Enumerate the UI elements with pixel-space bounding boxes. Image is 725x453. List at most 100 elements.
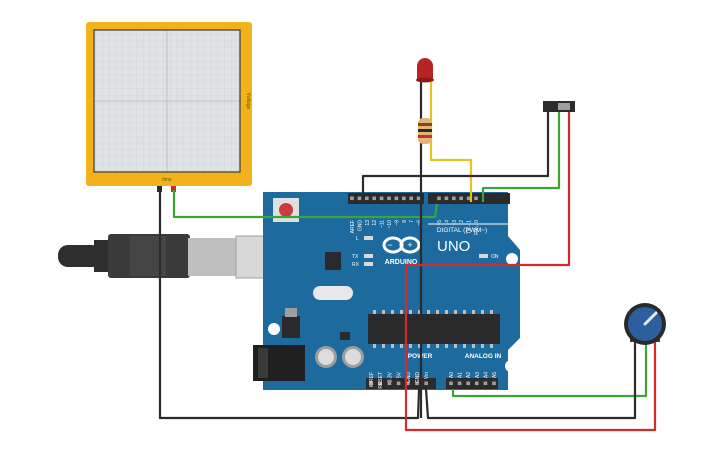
analog-pin-label: A2: [466, 372, 472, 378]
digital-pin-label: ~11: [380, 220, 386, 228]
power-pin-label: 5V: [397, 371, 403, 378]
analog-pin-header[interactable]: [446, 378, 498, 389]
power-pin-5[interactable]: [415, 381, 419, 386]
wire-black-gnd-to-switch[interactable]: [361, 112, 550, 202]
digital-pin-13[interactable]: [459, 196, 463, 201]
model-label: UNO: [437, 238, 470, 255]
dc-power-jack[interactable]: [253, 345, 305, 381]
analog-pin-label: A4: [483, 372, 489, 378]
analog-pin-1[interactable]: [457, 381, 462, 386]
digital-pin-label: 7: [409, 220, 415, 223]
digital-pin-14[interactable]: [466, 196, 471, 201]
svg-text:+: +: [407, 240, 412, 250]
digital-pin-4[interactable]: [379, 196, 384, 201]
potentiometer[interactable]: [624, 303, 666, 345]
analog-pin-label: A5: [492, 372, 498, 378]
wire-green-switch-to-pin2[interactable]: [481, 112, 561, 202]
digital-pin-label: ~9: [394, 220, 400, 226]
analog-pin-3[interactable]: [475, 381, 479, 386]
digital-pin-label: 2: [459, 220, 465, 223]
analog-pin-label: A0: [449, 372, 455, 378]
red-led[interactable]: [416, 58, 434, 83]
digital-pin-12[interactable]: [452, 196, 456, 201]
wire-yellow-led-to-pin3[interactable]: [429, 82, 473, 202]
digital-pin-5[interactable]: [387, 196, 391, 201]
power-pin-4[interactable]: [406, 381, 410, 386]
digital-pin-15[interactable]: [474, 196, 478, 201]
oscilloscope-negative-terminal[interactable]: [157, 186, 162, 192]
oscilloscope[interactable]: [86, 22, 252, 186]
digital-pin-label: TX→1: [467, 220, 473, 234]
analog-pin-label: A1: [458, 372, 464, 378]
slide-switch[interactable]: [543, 101, 575, 112]
power-pin-label: 3.3V: [387, 371, 393, 382]
digital-pin-7[interactable]: [402, 196, 406, 201]
voltage-regulator: [282, 316, 300, 338]
analog-pin-label: A3: [475, 372, 481, 378]
digital-pin-label: ~3: [452, 220, 458, 226]
svg-text:−: −: [387, 240, 392, 250]
digital-pin-0[interactable]: [350, 196, 354, 201]
led-l-label: L: [356, 236, 359, 242]
power-pin-1[interactable]: [378, 381, 382, 386]
resistor[interactable]: [418, 118, 432, 144]
led-rx-label: RX: [352, 262, 360, 268]
digital-pin-1[interactable]: [357, 196, 362, 201]
power-pin-header[interactable]: [366, 378, 436, 389]
digital-pin-8[interactable]: [409, 196, 413, 201]
power-pin-label: Vin: [424, 372, 430, 379]
power-pin-label: GND: [406, 372, 412, 384]
digital-pin-label: ~5: [437, 220, 443, 226]
capacitors: [315, 346, 364, 368]
wire-green-scope-to-pin7[interactable]: [172, 190, 439, 219]
oscilloscope-positive-terminal[interactable]: [171, 186, 176, 192]
digital-pin-label: 13: [365, 220, 371, 226]
brand-label: ARDUINO: [385, 259, 418, 266]
usb-cable[interactable]: [58, 234, 269, 279]
oscilloscope-voltage-label: Voltage: [245, 93, 251, 110]
digital-pin-2[interactable]: [365, 196, 369, 201]
digital-pin-11[interactable]: [444, 196, 449, 201]
power-pin-label: GND: [415, 372, 421, 384]
status-leds: [364, 236, 488, 266]
digital-pin-label: 4: [444, 220, 450, 223]
power-pin-3[interactable]: [396, 381, 401, 386]
wire-green-pot-to-a0[interactable]: [451, 340, 648, 398]
digital-pin-header[interactable]: [348, 193, 510, 204]
digital-pin-label: RX←0: [474, 220, 480, 235]
wire-red-switch-to-5v[interactable]: [404, 112, 657, 432]
power-pin-0[interactable]: [369, 381, 373, 386]
digital-header-label: DIGITAL (PWM~): [437, 227, 487, 234]
oscilloscope-time-label: time: [162, 177, 172, 183]
power-pin-label: RESET: [378, 372, 384, 389]
digital-pin-6[interactable]: [394, 196, 399, 201]
atmega-chip: [368, 314, 500, 344]
analog-pin-0[interactable]: [449, 381, 453, 386]
digital-pin-label: GND: [357, 220, 363, 232]
digital-pin-3[interactable]: [372, 196, 376, 201]
digital-pin-label: ~10: [387, 220, 393, 229]
analog-pin-5[interactable]: [492, 381, 496, 386]
power-pin-2[interactable]: [387, 381, 392, 386]
wire-black-pot-to-gnd[interactable]: [424, 340, 637, 420]
crystal-oscillator: [313, 286, 353, 300]
wire-black-scope-to-gnd[interactable]: [158, 190, 421, 420]
digital-pin-9[interactable]: [416, 196, 421, 201]
reset-button[interactable]: [273, 198, 299, 222]
digital-pin-label: ~6: [417, 220, 423, 226]
digital-pin-10[interactable]: [437, 196, 441, 201]
arduino-logo: − +: [382, 236, 421, 254]
digital-pin-label: 12: [372, 220, 378, 226]
analog-pin-4[interactable]: [483, 381, 488, 386]
led-on-label: ON: [491, 254, 499, 260]
usb-interface-chip: [325, 252, 341, 270]
digital-pin-label: 8: [402, 220, 408, 223]
power-pin-6[interactable]: [424, 381, 428, 386]
power-pin-label: IOREF: [369, 372, 375, 387]
analog-pin-2[interactable]: [466, 381, 470, 386]
